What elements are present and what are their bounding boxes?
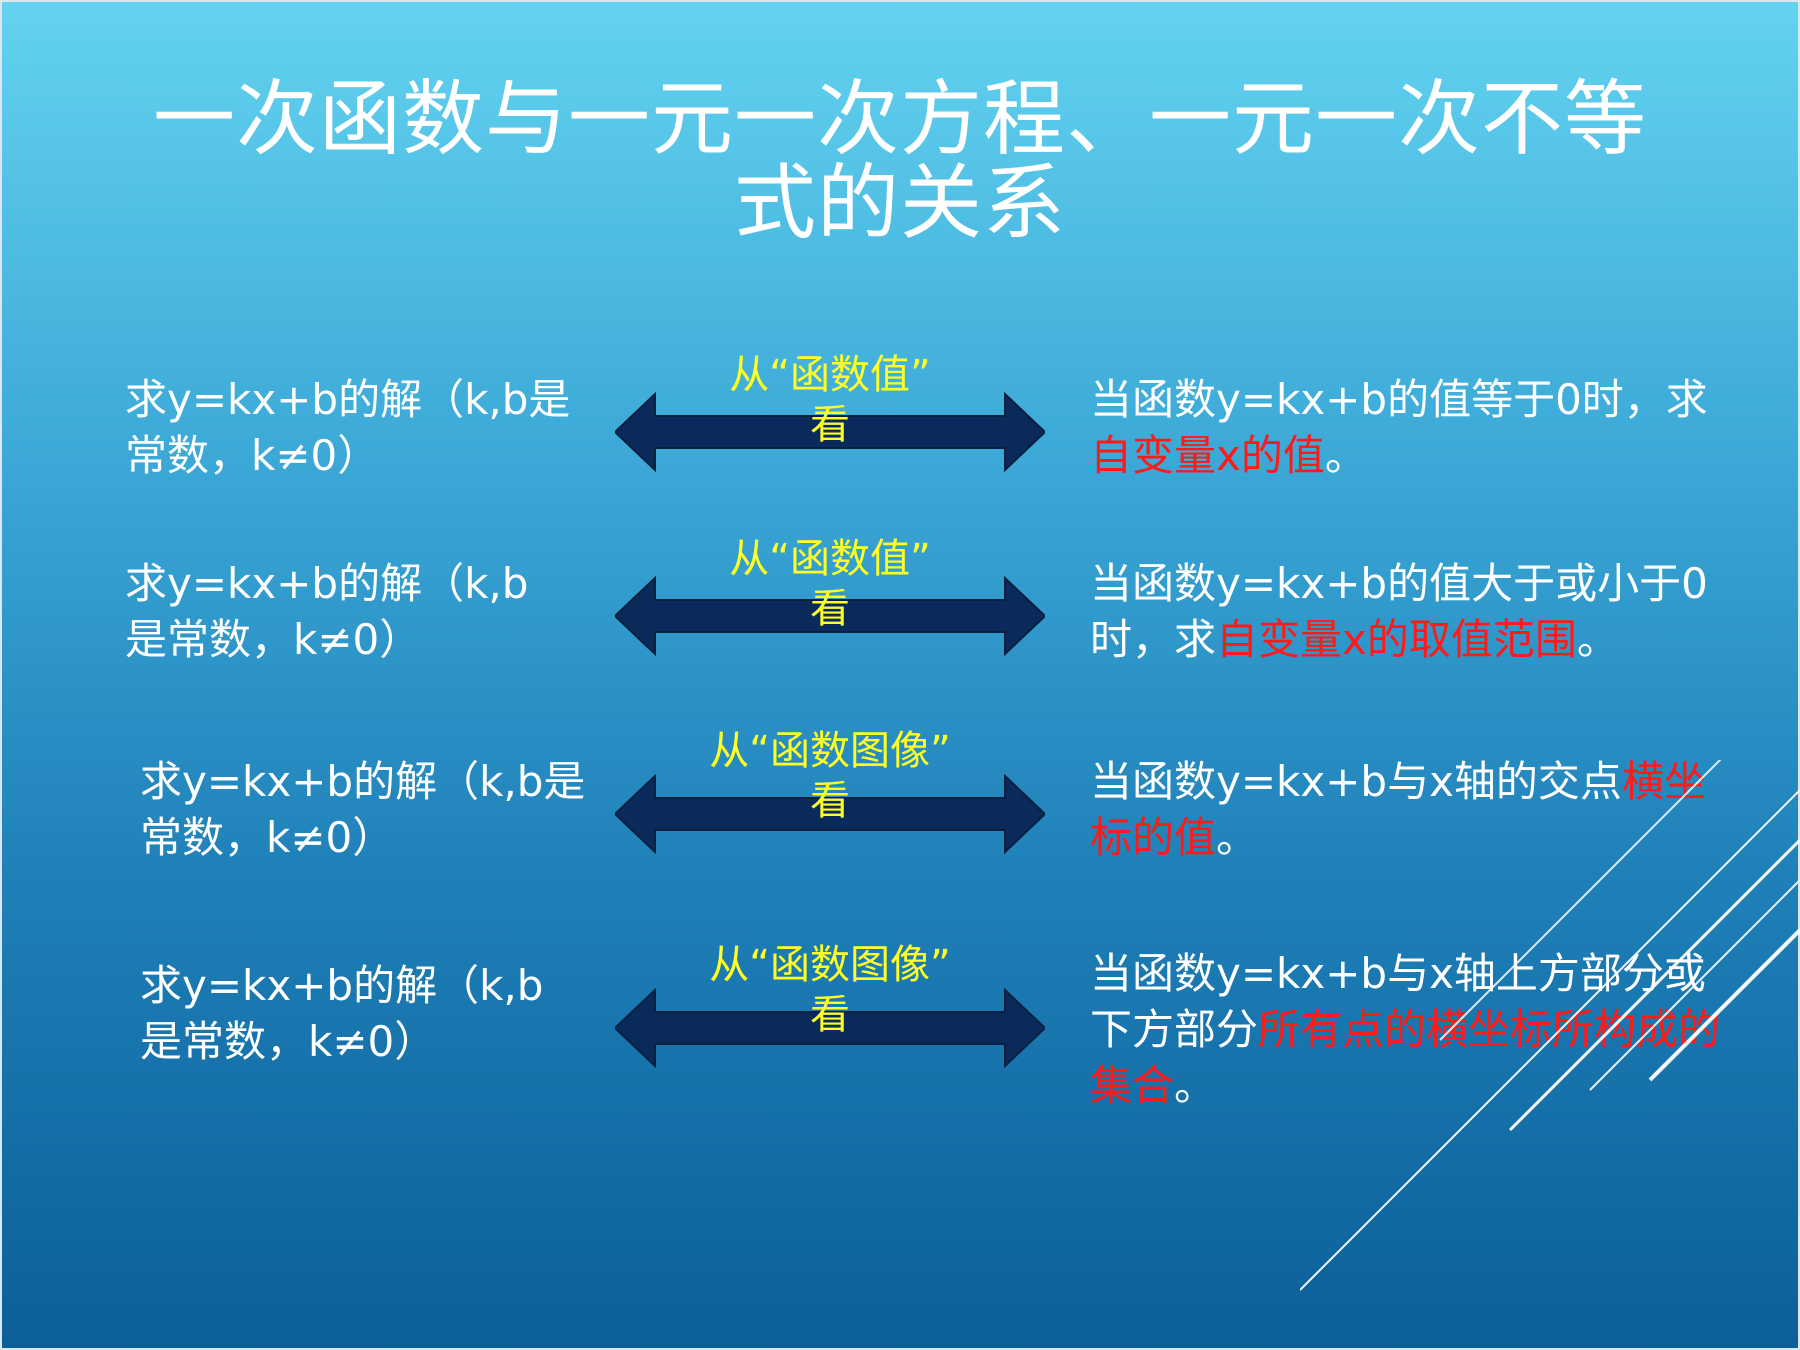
description-highlight: 横坐标的值 <box>1090 757 1706 862</box>
equation-line-1: 求y=kx+b的解（k,b <box>140 961 544 1010</box>
description-text: 当函数y=kx+b的值大于或小于0时，求 <box>1090 559 1708 664</box>
arrow-label-line-1: 从“函数图像” <box>709 942 951 988</box>
equation-line-2: 常数，k≠0） <box>140 813 395 862</box>
description-text: 当函数y=kx+b与x轴的交点 <box>1090 757 1622 806</box>
function-description: 当函数y=kx+b与x轴的交点横坐标的值。 <box>1090 754 1730 866</box>
description-highlight: 所有点的横坐标所构成的集合 <box>1090 1005 1721 1110</box>
description-end: 。 <box>1324 431 1367 480</box>
description-highlight: 自变量x的取值范围 <box>1216 615 1577 664</box>
equation-line-1: 求y=kx+b的解（k,b是 <box>125 375 571 424</box>
double-arrow-icon <box>615 988 1045 1068</box>
arrow-label-line-2: 看 <box>810 992 850 1038</box>
description-text: 当函数y=kx+b与x轴上方部分或下方部分 <box>1090 949 1706 1054</box>
arrow-label: 从“函数值” 看 <box>640 534 1020 634</box>
description-end: 。 <box>1174 1061 1217 1110</box>
function-description: 当函数y=kx+b的值等于0时，求自变量x的值。 <box>1090 372 1730 484</box>
decorative-lines <box>1300 760 1800 1291</box>
equation-line-2: 是常数，k≠0） <box>125 615 422 664</box>
arrow-label-line-1: 从“函数值” <box>729 352 931 398</box>
arrow-label-line-2: 看 <box>810 586 850 632</box>
slide-title: 一次函数与一元一次方程、一元一次不等式的关系 <box>152 72 1647 251</box>
function-description: 当函数y=kx+b的值大于或小于0时，求自变量x的取值范围。 <box>1090 556 1730 668</box>
equation-line-1: 求y=kx+b的解（k,b是 <box>140 757 586 806</box>
description-highlight: 自变量x的值 <box>1090 431 1325 480</box>
equation-text: 求y=kx+b的解（k,b 是常数，k≠0） <box>140 958 543 1070</box>
arrow-label-line-2: 看 <box>810 778 850 824</box>
equation-text: 求y=kx+b的解（k,b是 常数，k≠0） <box>140 754 585 866</box>
double-arrow-icon <box>615 392 1045 472</box>
arrow-label: 从“函数图像” 看 <box>640 940 1020 1040</box>
arrow-label-line-1: 从“函数值” <box>729 536 931 582</box>
equation-line-2: 常数，k≠0） <box>125 431 380 480</box>
arrow-label: 从“函数图像” 看 <box>640 726 1020 826</box>
equation-line-1: 求y=kx+b的解（k,b <box>125 559 529 608</box>
double-arrow-icon <box>615 774 1045 854</box>
double-arrow-icon <box>615 576 1045 656</box>
equation-text: 求y=kx+b的解（k,b是 常数，k≠0） <box>125 372 570 484</box>
description-end: 。 <box>1216 813 1259 862</box>
description-end: 。 <box>1576 615 1619 664</box>
arrow-label: 从“函数值” 看 <box>640 350 1020 450</box>
equation-text: 求y=kx+b的解（k,b 是常数，k≠0） <box>125 556 528 668</box>
arrow-label-line-2: 看 <box>810 402 850 448</box>
equation-line-2: 是常数，k≠0） <box>140 1017 437 1066</box>
function-description: 当函数y=kx+b与x轴上方部分或下方部分所有点的横坐标所构成的集合。 <box>1090 946 1730 1114</box>
arrow-label-line-1: 从“函数图像” <box>709 728 951 774</box>
description-text: 当函数y=kx+b的值等于0时，求 <box>1090 375 1708 424</box>
